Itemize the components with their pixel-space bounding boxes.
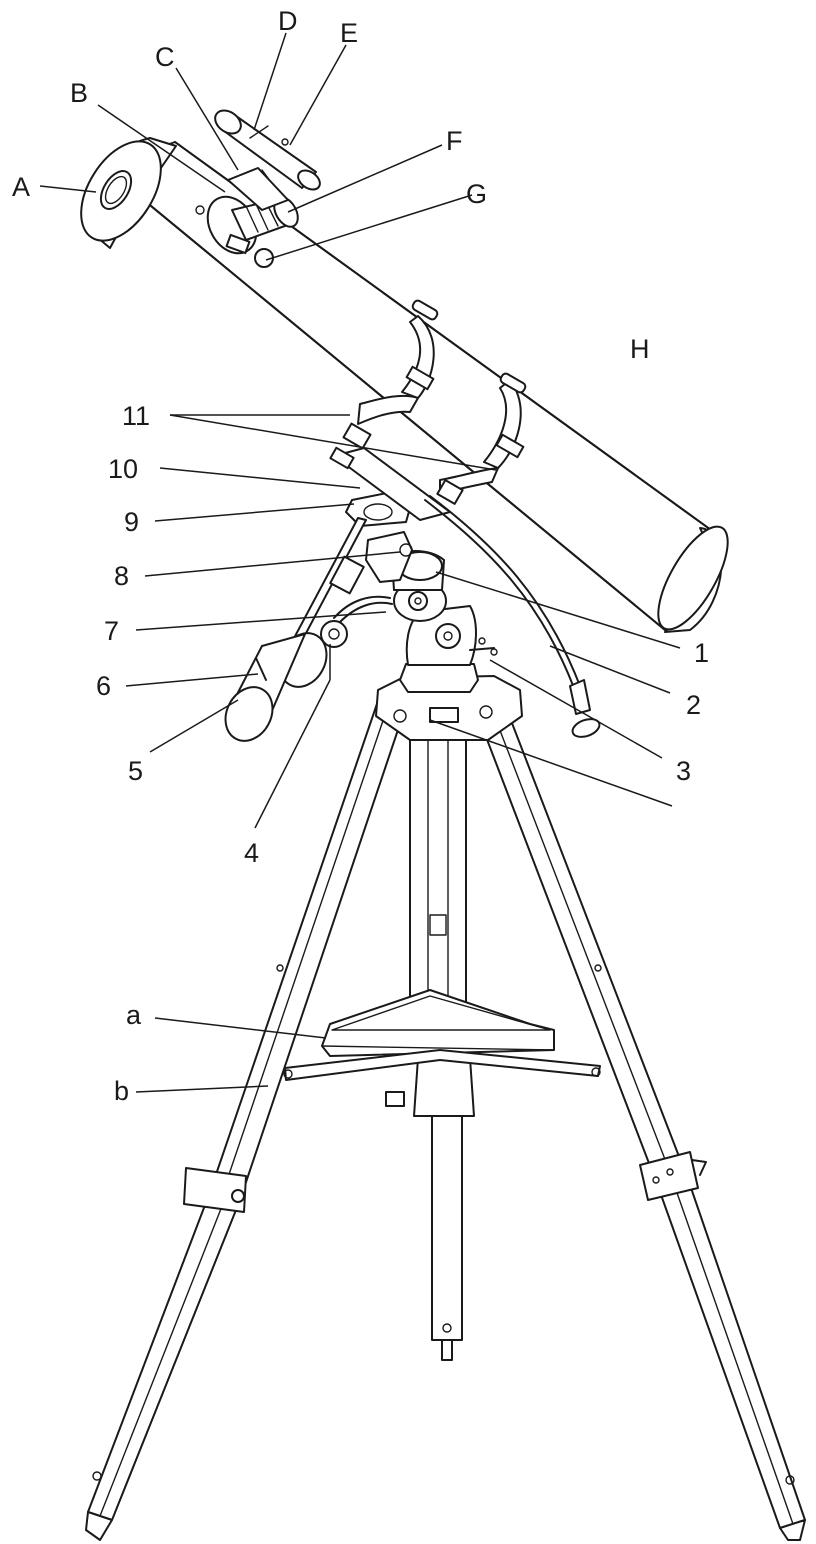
label-B: B [70, 78, 88, 108]
tube-rings [342, 299, 527, 505]
label-1: 1 [694, 638, 709, 668]
tripod-spreader [283, 1049, 601, 1081]
counterweight [224, 632, 328, 742]
label-8: 8 [114, 561, 129, 591]
label-7: 7 [104, 616, 119, 646]
label-b: b [114, 1076, 129, 1106]
label-D: D [278, 6, 298, 36]
label-A: A [12, 172, 30, 202]
label-H: H [630, 334, 650, 364]
leader-lines [39, 32, 681, 1093]
finderscope [214, 109, 321, 211]
label-3: 3 [676, 756, 691, 786]
dust-cap [80, 137, 177, 249]
tripod [85, 675, 806, 1541]
slow-motion-cable [424, 495, 601, 738]
accessory-tray [321, 989, 555, 1057]
label-10: 10 [108, 454, 138, 484]
label-11: 11 [122, 401, 150, 431]
slow-motion-knob [320, 595, 393, 648]
label-C: C [155, 42, 175, 72]
callout-labels: A B C D E F G H 11 10 9 8 7 6 5 4 1 2 3 … [12, 6, 709, 1106]
label-E: E [340, 18, 358, 48]
label-a: a [126, 1000, 142, 1030]
label-6: 6 [96, 671, 111, 701]
label-9: 9 [124, 507, 139, 537]
label-5: 5 [128, 756, 143, 786]
equatorial-mount [224, 491, 498, 742]
tripod-leg-right [469, 691, 806, 1541]
label-4: 4 [244, 838, 259, 868]
label-F: F [446, 126, 463, 156]
tripod-leg-left [85, 694, 409, 1541]
optical-tube [80, 109, 729, 633]
label-G: G [466, 179, 487, 209]
label-2: 2 [686, 690, 701, 720]
